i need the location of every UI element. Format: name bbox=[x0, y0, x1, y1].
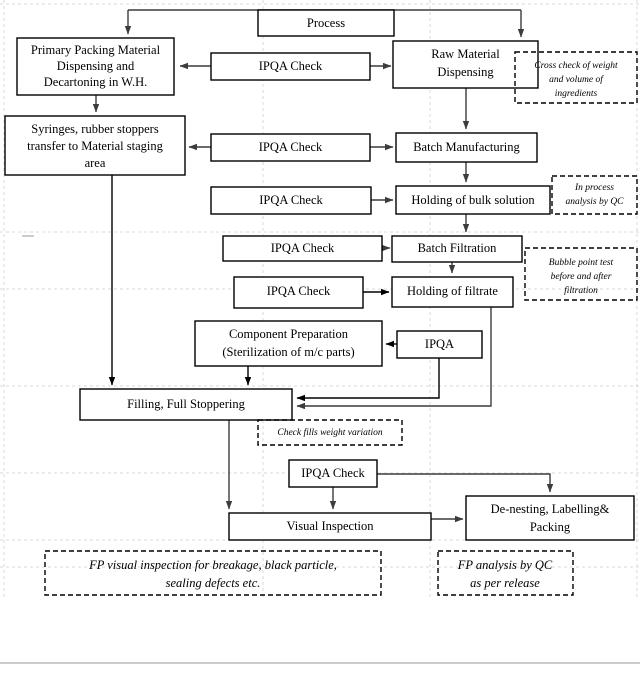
node-ipqa-check-2[interactable]: IPQA Check bbox=[210, 133, 371, 162]
note-check-fills: Check fills weight variation bbox=[257, 419, 403, 446]
note-check-fills-line-1: Check fills weight variation bbox=[277, 427, 383, 438]
node-batch-filtration-label: Batch Filtration bbox=[418, 241, 498, 255]
node-filling[interactable]: Filling, Full Stoppering bbox=[79, 388, 293, 421]
note-fp-visual-line-1: FP visual inspection for breakage, black… bbox=[88, 558, 337, 572]
node-ipqa-check-4-label: IPQA Check bbox=[271, 241, 335, 255]
note-cross-check: Cross check of weight and volume of ingr… bbox=[514, 51, 638, 104]
node-ipqa-check-4[interactable]: IPQA Check bbox=[222, 235, 383, 262]
node-batch-mfg-label: Batch Manufacturing bbox=[413, 140, 520, 154]
note-fp-analysis-line-2: as per release bbox=[470, 576, 540, 590]
node-primary-packing-label-1: Primary Packing Material bbox=[31, 43, 161, 57]
node-primary-packing-label-3: Decartoning in W.H. bbox=[44, 75, 147, 89]
connector-ipqa-to-filling bbox=[296, 358, 440, 402]
node-syringes-label-2: transfer to Material staging bbox=[27, 139, 163, 153]
node-ipqa-check-3-label: IPQA Check bbox=[259, 193, 323, 207]
node-ipqa[interactable]: IPQA bbox=[396, 330, 483, 359]
node-component-prep[interactable]: Component Preparation (Sterilization of … bbox=[194, 320, 383, 367]
note-fp-visual: FP visual inspection for breakage, black… bbox=[44, 550, 382, 596]
node-primary-packing-label-2: Dispensing and bbox=[57, 59, 135, 73]
note-bubble-point-line-1: Bubble point test bbox=[549, 258, 614, 268]
node-raw-material[interactable]: Raw Material Dispensing bbox=[392, 40, 539, 89]
note-bubble-point: Bubble point test before and after filtr… bbox=[524, 247, 638, 301]
node-holding-bulk-label: Holding of bulk solution bbox=[411, 193, 535, 207]
node-batch-mfg[interactable]: Batch Manufacturing bbox=[395, 132, 538, 163]
node-ipqa-check-5-label: IPQA Check bbox=[267, 284, 331, 298]
node-component-prep-label-2: (Sterilization of m/c parts) bbox=[222, 345, 354, 359]
note-fp-analysis: FP analysis by QC as per release bbox=[437, 550, 574, 596]
node-visual-inspection-label: Visual Inspection bbox=[286, 519, 374, 533]
note-bubble-point-line-3: filtration bbox=[564, 285, 598, 296]
node-ipqa-label: IPQA bbox=[425, 337, 454, 351]
node-filling-label: Filling, Full Stoppering bbox=[127, 397, 245, 411]
node-component-prep-label-1: Component Preparation bbox=[229, 327, 349, 341]
note-in-process: In process analysis by QC bbox=[551, 175, 638, 215]
node-ipqa-check-6-label: IPQA Check bbox=[301, 466, 365, 480]
note-fp-analysis-line-1: FP analysis by QC bbox=[457, 558, 553, 572]
note-in-process-line-2: analysis by QC bbox=[565, 197, 624, 207]
note-cross-check-line-1: Cross check of weight bbox=[534, 60, 618, 71]
node-de-nesting-label-2: Packing bbox=[530, 520, 571, 534]
connector-holding-filtrate-to-filling bbox=[296, 307, 492, 410]
node-holding-bulk[interactable]: Holding of bulk solution bbox=[395, 185, 551, 215]
node-ipqa-check-1[interactable]: IPQA Check bbox=[210, 52, 371, 81]
node-de-nesting-label-1: De-nesting, Labelling& bbox=[491, 502, 610, 516]
connector-ipqa6-to-de-nesting bbox=[377, 473, 554, 493]
node-de-nesting[interactable]: De-nesting, Labelling& Packing bbox=[465, 495, 635, 541]
connector-layer bbox=[92, 9, 554, 523]
node-ipqa-check-1-label: IPQA Check bbox=[259, 59, 323, 73]
note-cross-check-line-3: ingredients bbox=[555, 89, 598, 99]
node-batch-filtration[interactable]: Batch Filtration bbox=[391, 235, 523, 263]
node-primary-packing[interactable]: Primary Packing Material Dispensing and … bbox=[16, 37, 175, 96]
note-in-process-line-1: In process bbox=[574, 183, 614, 193]
note-cross-check-line-2: and volume of bbox=[549, 74, 604, 85]
node-holding-filtrate-label: Holding of filtrate bbox=[407, 284, 498, 298]
node-ipqa-check-6[interactable]: IPQA Check bbox=[288, 459, 378, 488]
node-ipqa-check-3[interactable]: IPQA Check bbox=[210, 186, 372, 215]
node-raw-material-label-2: Dispensing bbox=[437, 65, 494, 79]
node-process[interactable]: Process bbox=[257, 9, 395, 37]
node-ipqa-check-5[interactable]: IPQA Check bbox=[233, 276, 364, 309]
note-bubble-point-line-2: before and after bbox=[551, 271, 612, 282]
note-fp-visual-line-2: sealing defects etc. bbox=[166, 576, 261, 590]
node-ipqa-check-2-label: IPQA Check bbox=[259, 140, 323, 154]
node-process-label: Process bbox=[307, 16, 345, 30]
node-syringes[interactable]: Syringes, rubber stoppers transfer to Ma… bbox=[4, 115, 186, 176]
node-raw-material-label-1: Raw Material bbox=[431, 47, 500, 61]
node-syringes-label-3: area bbox=[85, 156, 106, 170]
node-holding-filtrate[interactable]: Holding of filtrate bbox=[391, 276, 514, 308]
node-syringes-label-1: Syringes, rubber stoppers bbox=[31, 122, 159, 136]
node-visual-inspection[interactable]: Visual Inspection bbox=[228, 512, 432, 541]
